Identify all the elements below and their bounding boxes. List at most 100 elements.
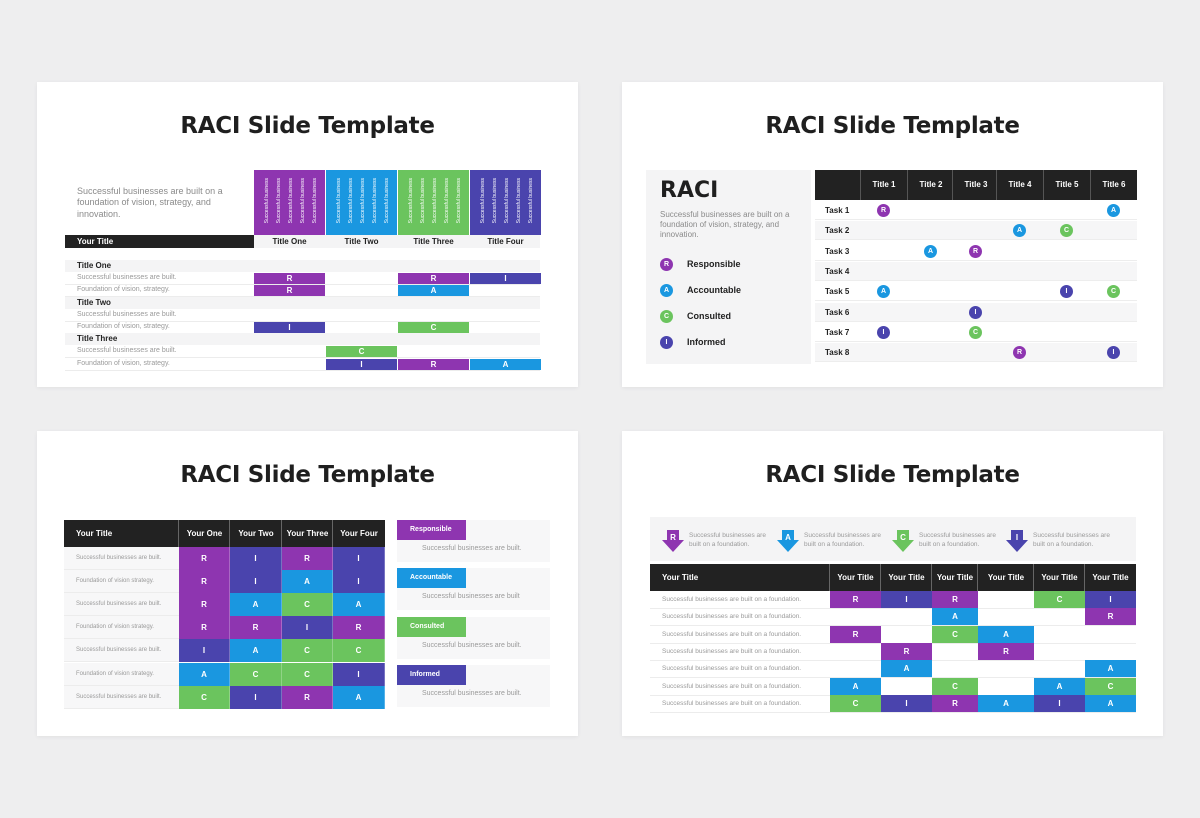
legend-description: Successful businesses are built on a fou… <box>1033 532 1110 549</box>
raci-circle: I <box>1060 285 1073 299</box>
column-header-vertical-text: Successful business <box>300 178 306 224</box>
raci-cell: A <box>282 570 333 594</box>
header-divider <box>1084 564 1085 591</box>
raci-cell: A <box>978 694 1034 712</box>
table-header-bar <box>64 520 385 547</box>
legend-letter-icon: R <box>660 258 673 271</box>
task-label: Task 8 <box>825 348 850 358</box>
row-label: Foundation of vision, strategy. <box>77 286 170 294</box>
task-row <box>815 261 1137 281</box>
raci-cell: I <box>230 547 282 570</box>
raci-cell: I <box>333 570 385 594</box>
raci-cell: R <box>282 547 333 570</box>
raci-cell: C <box>282 662 333 686</box>
task-label: Task 6 <box>825 307 850 317</box>
raci-cell: R <box>932 694 978 712</box>
row-divider <box>650 625 1136 627</box>
row-divider <box>65 357 540 359</box>
legend-description: Successful businesses are built on a fou… <box>919 532 996 549</box>
table-column-title: Your Title <box>1041 573 1078 582</box>
table-column-title: Your Title <box>1092 573 1129 582</box>
slide-1[interactable]: RACI Slide Template Successful businesse… <box>37 82 578 387</box>
column-title-row <box>254 235 540 248</box>
matrix-column-title: Title 2 <box>919 180 943 189</box>
row-label: Successful businesses are built. <box>76 555 162 561</box>
column-header-vertical-text: Successful business <box>276 178 282 224</box>
row-label: Successful businesses are built on a fou… <box>662 682 802 690</box>
column-header-vertical-text: Successful business <box>312 178 318 224</box>
group-title-row <box>65 260 540 272</box>
header-divider <box>1090 170 1091 200</box>
raci-cell: R <box>398 358 469 370</box>
legend-description: Successful businesses are built on a fou… <box>689 532 766 549</box>
column-header-vertical-text: Successful business <box>516 178 522 224</box>
raci-circle: I <box>1107 346 1120 360</box>
raci-cell: I <box>881 591 932 608</box>
raci-cell: I <box>230 685 282 709</box>
raci-cell: C <box>830 694 881 712</box>
table-column-title: Your Title <box>987 573 1025 582</box>
down-arrow-icon <box>777 530 799 552</box>
row-label-cell <box>64 639 179 663</box>
table-column-title: Your Four <box>340 529 378 538</box>
raci-cell: I <box>881 694 932 712</box>
task-label: Task 4 <box>825 266 850 276</box>
legend-letter-icon: C <box>660 310 673 323</box>
task-row <box>815 221 1137 241</box>
matrix-header-bar <box>815 170 1137 200</box>
task-label: Task 7 <box>825 327 850 337</box>
row-label: Foundation of vision strategy. <box>76 624 154 631</box>
raci-circle: R <box>877 204 890 217</box>
raci-side-panel <box>646 170 811 364</box>
raci-cell: R <box>830 625 881 643</box>
raci-cell: A <box>1034 677 1085 695</box>
header-divider <box>829 564 830 591</box>
row-divider <box>650 677 1136 679</box>
row-label: Successful businesses are built on a fou… <box>662 699 802 707</box>
raci-circle: C <box>1060 224 1073 238</box>
row-label-cell <box>64 685 179 709</box>
raci-cell: I <box>179 639 230 663</box>
raci-cell: R <box>254 285 325 297</box>
raci-cell: C <box>932 625 978 643</box>
raci-cell: A <box>881 660 932 678</box>
row-label-cell <box>64 570 179 594</box>
your-title-header: Your Title <box>76 529 113 538</box>
slide-2[interactable]: RACI Slide Template RACI Successful busi… <box>622 82 1163 387</box>
raci-cell: A <box>230 593 282 617</box>
raci-cell: I <box>333 547 385 570</box>
raci-cell: C <box>398 321 469 333</box>
raci-cell: A <box>932 608 978 626</box>
header-divider <box>977 564 978 591</box>
raci-cell: R <box>1085 608 1136 626</box>
task-label: Task 3 <box>825 246 850 256</box>
row-label: Foundation of vision, strategy. <box>77 359 170 367</box>
raci-cell: I <box>333 662 385 686</box>
row-label-cell <box>64 547 179 570</box>
row-divider <box>650 711 1136 713</box>
table-column-title: Your Title <box>936 573 974 582</box>
raci-cell: C <box>282 639 333 663</box>
header-divider <box>931 564 932 591</box>
column-header-vertical-text: Successful business <box>420 178 426 224</box>
row-label: Successful businesses are built. <box>77 310 177 318</box>
header-divider <box>996 170 997 200</box>
raci-cell: R <box>978 642 1034 660</box>
legend-description: Successful businesses are built. <box>422 641 522 649</box>
column-title: Title Three <box>413 237 454 246</box>
column-title: Title Two <box>344 237 379 246</box>
legend-description: Successful businesses are built. <box>422 689 522 697</box>
raci-cell: C <box>1034 591 1085 608</box>
raci-cell: C <box>179 685 230 709</box>
matrix-column-title: Title 5 <box>1055 180 1079 189</box>
your-title-header: Your Title <box>662 573 699 582</box>
row-divider <box>65 320 540 322</box>
raci-cell: A <box>179 662 230 686</box>
raci-cell: A <box>830 677 881 695</box>
slide-1-description: Successful businesses are built on a fou… <box>77 186 223 219</box>
row-label: Foundation of vision strategy. <box>76 578 154 585</box>
